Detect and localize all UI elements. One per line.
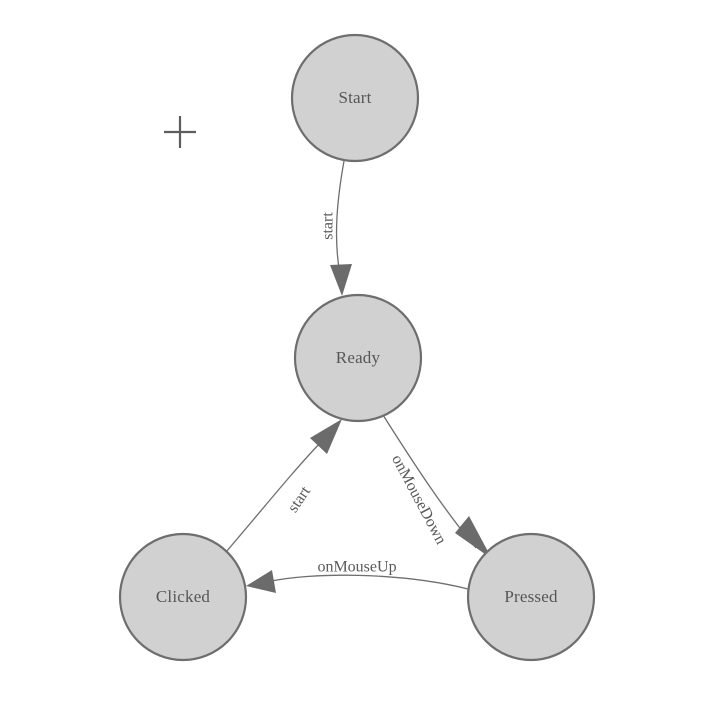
edge-path-clicked-to-ready[interactable] xyxy=(225,440,323,553)
node-start[interactable]: Start xyxy=(290,33,420,163)
edge-start-to-ready[interactable]: start xyxy=(320,160,352,296)
edge-label-ready-to-pressed: onMouseDown xyxy=(388,452,449,547)
node-circle-start[interactable] xyxy=(290,33,420,163)
edge-label-clicked-to-ready: start xyxy=(285,483,315,516)
node-clicked[interactable]: Clicked xyxy=(118,532,248,662)
arrowhead-into-ready-from-start xyxy=(330,264,352,296)
arrowhead-into-pressed xyxy=(455,516,492,559)
node-label-clicked: Clicked xyxy=(156,587,211,606)
edge-path-pressed-to-clicked[interactable] xyxy=(266,574,469,590)
node-label-start: Start xyxy=(338,88,371,107)
edge-label-start-to-ready: start xyxy=(320,212,337,240)
node-pressed[interactable]: Pressed xyxy=(466,532,596,662)
crosshair-marker-icon xyxy=(164,116,196,148)
node-circle-pressed[interactable] xyxy=(466,532,596,662)
edge-clicked-to-ready[interactable]: start xyxy=(225,419,342,553)
edge-path-start-to-ready[interactable] xyxy=(335,160,345,269)
arrowhead-into-clicked xyxy=(246,570,276,593)
node-circle-ready[interactable] xyxy=(293,293,423,423)
node-ready[interactable]: Ready xyxy=(293,293,423,423)
edge-ready-to-pressed[interactable]: onMouseDown xyxy=(382,414,492,559)
node-label-ready: Ready xyxy=(336,348,381,367)
node-label-pressed: Pressed xyxy=(504,587,558,606)
edge-pressed-to-clicked[interactable]: onMouseUp xyxy=(246,559,469,593)
arrowhead-into-ready-from-clicked xyxy=(310,419,342,454)
node-circle-clicked[interactable] xyxy=(118,532,248,662)
edge-label-pressed-to-clicked: onMouseUp xyxy=(317,559,396,576)
